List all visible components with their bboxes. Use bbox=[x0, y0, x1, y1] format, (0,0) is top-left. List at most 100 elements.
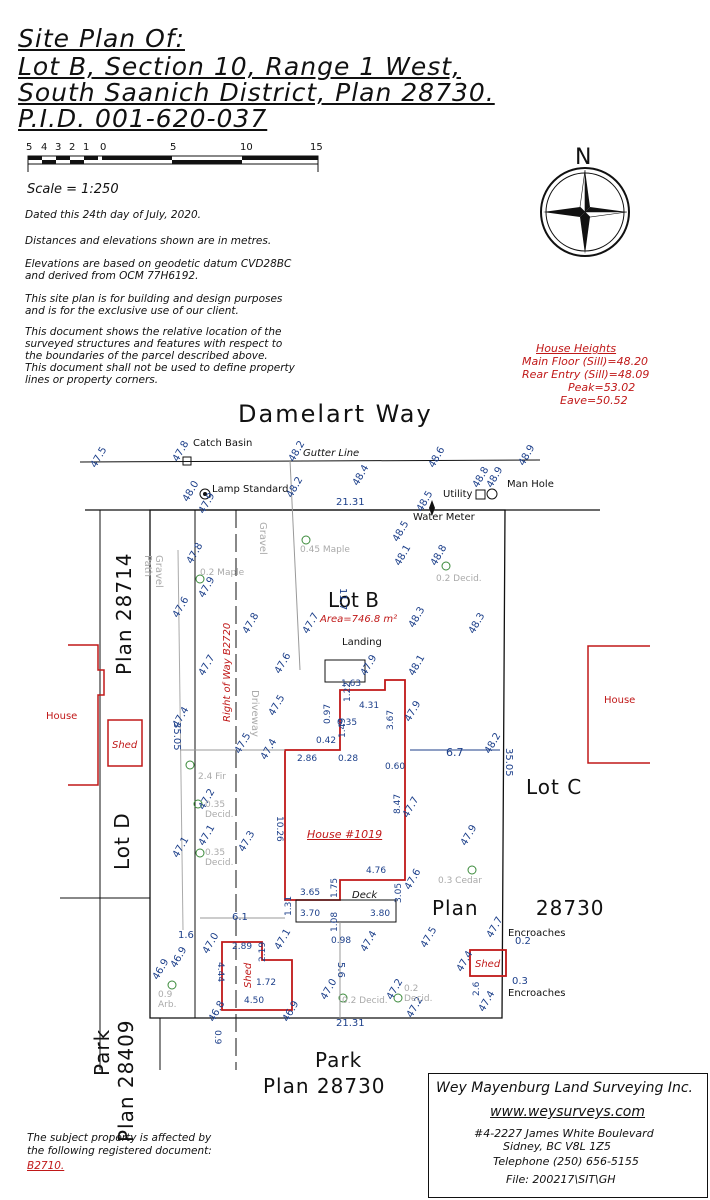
dim-house-bl: 3.65 bbox=[300, 888, 321, 898]
house-heights-main-floor: Main Floor (Sill)=48.20 bbox=[522, 355, 649, 368]
note-datum: Elevations are based on geodetic datum C… bbox=[25, 258, 292, 270]
dim-shed-b: 4.50 bbox=[244, 996, 265, 1006]
lot-b-label: Lot B bbox=[328, 588, 379, 612]
house-heights-rear-entry: Rear Entry (Sill)=48.09 bbox=[522, 368, 650, 381]
gravel-label: Gravel bbox=[257, 522, 268, 555]
dim-front: 21.31 bbox=[336, 497, 365, 508]
title-line-2: Lot B, Section 10, Range 1 West, bbox=[18, 52, 462, 81]
lot-c-label: Lot C bbox=[526, 775, 583, 799]
scale-tick-label: 2 bbox=[69, 142, 75, 153]
water-meter-label: Water Meter bbox=[413, 512, 475, 523]
scale-tick-label: 0 bbox=[100, 142, 106, 153]
tree-label: 0.2 Maple bbox=[200, 568, 245, 578]
note-disclaimer-3: the boundaries of the parcel described a… bbox=[25, 350, 268, 362]
company-address: #4-2227 James White Boulevard bbox=[474, 1127, 654, 1140]
note-units: Distances and elevations shown are in me… bbox=[25, 235, 272, 247]
park-bottom-label: Park bbox=[315, 1048, 363, 1072]
dim-d6: 0.60 bbox=[385, 762, 406, 772]
company-phone: Telephone (250) 656-5155 bbox=[493, 1155, 639, 1168]
dim-right-side: 35.05 bbox=[503, 748, 514, 777]
house-1019-label: House #1019 bbox=[307, 828, 383, 841]
title-line-3: South Saanich District, Plan 28730. bbox=[18, 78, 495, 107]
note-disclaimer-5: lines or property corners. bbox=[25, 374, 159, 386]
park-bottom-plan-label: Plan 28730 bbox=[263, 1074, 386, 1098]
plan-28730-label: Plan 28730 bbox=[432, 896, 605, 920]
registered-doc: B2710. bbox=[27, 1160, 65, 1172]
north-label: N bbox=[575, 145, 591, 170]
scale-tick-label: 1 bbox=[83, 142, 89, 153]
left-shed-label: Shed bbox=[112, 740, 138, 751]
scale-tick-label: 4 bbox=[41, 142, 47, 153]
deck-label: Deck bbox=[352, 890, 378, 901]
right-shed-label: Shed bbox=[475, 959, 501, 970]
scale-bar: 5 4 3 2 1 0 5 10 15 bbox=[26, 142, 323, 172]
dim-d14: 0.98 bbox=[331, 936, 352, 946]
dim-d13: 1.08 bbox=[330, 911, 340, 932]
dim-d12: 1.75 bbox=[330, 877, 340, 898]
catch-basin-label: Catch Basin bbox=[193, 438, 253, 449]
note-datum-2: and derived from OCM 77H6192. bbox=[25, 270, 199, 282]
dim-d5: 0.28 bbox=[338, 754, 359, 764]
house-heights-eave: Eave=50.52 bbox=[560, 394, 628, 407]
right-house-label: House bbox=[604, 695, 636, 706]
dim-house-bottom: 4.76 bbox=[366, 866, 387, 876]
driveway-label: Driveway bbox=[249, 690, 260, 737]
dim-deck-right: 3.80 bbox=[370, 909, 391, 919]
left-house-label: House bbox=[46, 711, 78, 722]
site-plan-drawing bbox=[60, 456, 650, 1070]
company-file: File: 200217\SIT\GH bbox=[506, 1173, 616, 1186]
title-line-4: P.I.D. 001-620-037 bbox=[18, 104, 268, 133]
registered-note-1: The subject property is affected by bbox=[27, 1132, 212, 1144]
note-purpose: This site plan is for building and desig… bbox=[25, 293, 283, 305]
tree-label: 0.35 Decid. bbox=[205, 800, 234, 820]
tree-label: 0.9 Arb. bbox=[158, 990, 177, 1010]
dim-shed-c: 1.72 bbox=[256, 978, 277, 988]
company-name: Wey Mayenburg Land Surveying Inc. bbox=[436, 1080, 694, 1096]
dim-rear: 21.31 bbox=[336, 1018, 365, 1029]
dim-d3: 3.67 bbox=[386, 709, 396, 730]
dim-setback-left: 6.1 bbox=[232, 912, 248, 923]
note-purpose-2: and is for the exclusive use of our clie… bbox=[25, 305, 239, 317]
tree-label: 0.2 Decid. bbox=[342, 996, 388, 1006]
dim-d18: 0.2 bbox=[515, 936, 531, 947]
dim-d19: 0.3 bbox=[512, 976, 528, 987]
lamp-standard-label: Lamp Standard bbox=[212, 484, 289, 495]
tree-label: 0.2 Decid. bbox=[436, 574, 482, 584]
dim-shed-w: 2.89 bbox=[232, 942, 253, 952]
utility-label: Utility bbox=[443, 489, 473, 500]
company-city: Sidney, BC V8L 1Z5 bbox=[503, 1140, 611, 1153]
dim-d9: 1.22 bbox=[343, 681, 353, 702]
dim-deck-left: 3.70 bbox=[300, 909, 321, 919]
dim-d20: 2.6 bbox=[472, 981, 482, 996]
dim-d17: 1.6 bbox=[178, 930, 194, 941]
scale-text: Scale = 1:250 bbox=[27, 182, 119, 197]
man-hole-label: Man Hole bbox=[507, 479, 554, 490]
company-web-link[interactable]: www.weysurveys.com bbox=[490, 1104, 646, 1120]
tree-label: 0.35 Decid. bbox=[205, 848, 234, 868]
house-heights-peak: Peak=53.02 bbox=[568, 381, 636, 394]
dim-d10: 0.35 bbox=[337, 718, 358, 728]
bottom-shed-label: Shed bbox=[243, 962, 254, 988]
gravel-path-label: Gravel Path bbox=[142, 555, 164, 588]
street-name: Damelart Way bbox=[238, 400, 433, 428]
dim-setback-rear: 5.6 bbox=[335, 962, 346, 978]
lot-d-label: Lot D bbox=[110, 812, 134, 870]
house-heights-title: House Heights bbox=[536, 342, 617, 355]
encroaches-2-label: Encroaches bbox=[508, 988, 566, 999]
tree-label: 0.45 Maple bbox=[300, 545, 350, 555]
scale-tick-label: 5 bbox=[170, 142, 176, 153]
tree-label: 2.4 Fir bbox=[198, 772, 226, 782]
registered-note-2: the following registered document: bbox=[27, 1145, 212, 1157]
dim-house-width: 10.26 bbox=[274, 816, 284, 842]
scale-tick-label: 5 bbox=[26, 142, 32, 153]
dim-d8: 0.42 bbox=[316, 736, 337, 746]
scale-tick-label: 10 bbox=[240, 142, 253, 153]
right-of-way-label: Right of Way B2720 bbox=[222, 622, 233, 722]
tree-label: 0.2 Decid. bbox=[404, 984, 433, 1004]
park-left-label: Park bbox=[90, 1028, 114, 1076]
dim-setback-right: 6.7 bbox=[446, 746, 464, 759]
dim-d21: 0.9 bbox=[212, 1030, 222, 1045]
dim-d2: 4.31 bbox=[359, 701, 380, 711]
title-line-1: Site Plan Of: bbox=[18, 24, 185, 53]
dim-shed-h: 2.19 bbox=[258, 941, 268, 962]
